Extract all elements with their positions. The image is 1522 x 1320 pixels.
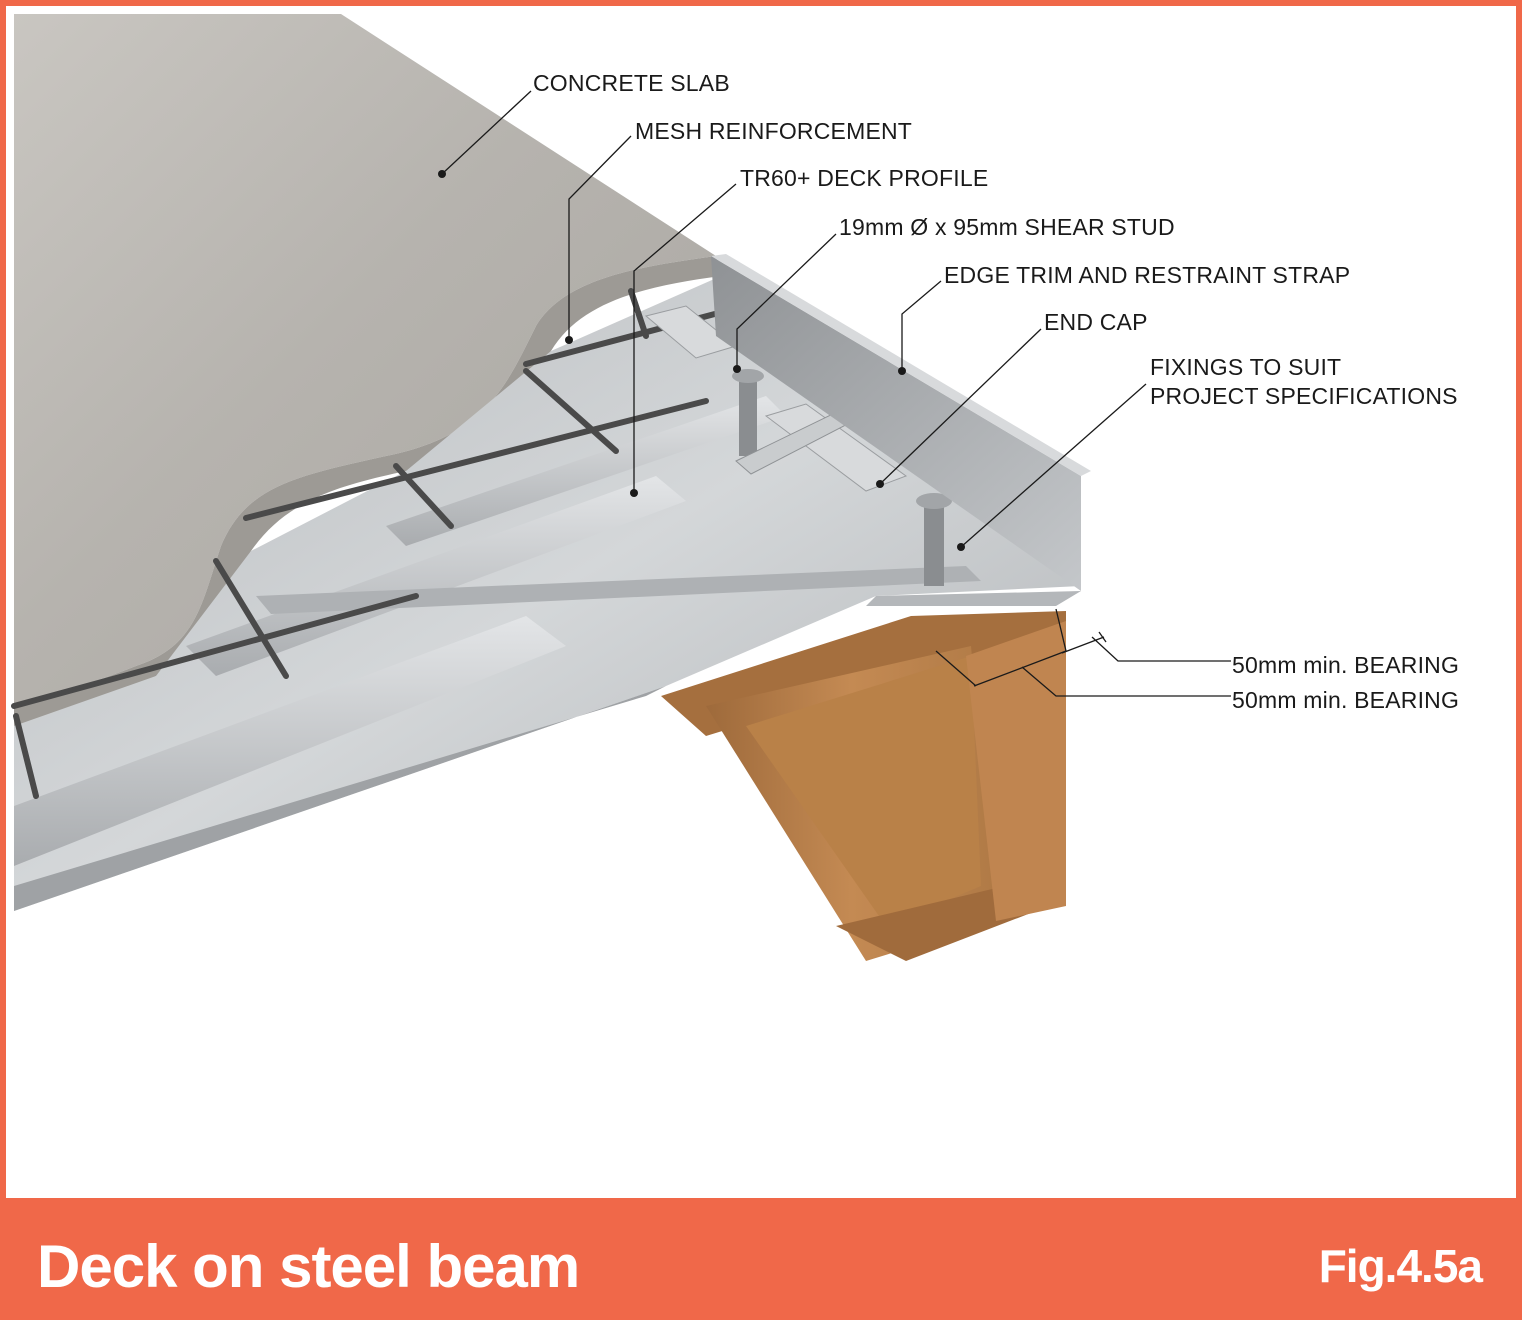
label-deck-profile: TR60+ DECK PROFILE xyxy=(740,165,989,191)
steel-beam xyxy=(661,611,1066,961)
label-mesh-reinforcement: MESH REINFORCEMENT xyxy=(635,118,913,144)
label-fixings: FIXINGS TO SUIT PROJECT SPECIFICATIONS xyxy=(1150,353,1458,411)
caption-banner xyxy=(6,1198,1516,1314)
label-bearing-upper: 50mm min. BEARING xyxy=(1232,652,1460,678)
caption-title: Deck on steel beam xyxy=(37,1233,580,1300)
label-fixings-line1: FIXINGS TO SUIT xyxy=(1150,354,1342,380)
end-cap xyxy=(644,305,908,492)
label-bearing-lower: 50mm min. BEARING xyxy=(1232,687,1460,713)
label-concrete-slab: CONCRETE SLAB xyxy=(533,70,730,96)
label-edge-trim: EDGE TRIM AND RESTRAINT STRAP xyxy=(944,262,1351,288)
concrete-slab xyxy=(14,14,716,706)
label-end-cap: END CAP xyxy=(1044,309,1148,335)
shear-studs xyxy=(732,369,952,586)
label-shear-stud: 19mm Ø x 95mm SHEAR STUD xyxy=(839,214,1175,240)
leader-dots xyxy=(438,170,965,551)
deck-illustration xyxy=(11,14,1231,961)
figure-number: Fig.4.5a xyxy=(1318,1240,1483,1292)
label-fixings-line2: PROJECT SPECIFICATIONS xyxy=(1150,383,1458,409)
leader-lines xyxy=(441,90,1231,697)
edge-trim xyxy=(711,254,1091,606)
bearing-dimensions xyxy=(935,608,1107,687)
